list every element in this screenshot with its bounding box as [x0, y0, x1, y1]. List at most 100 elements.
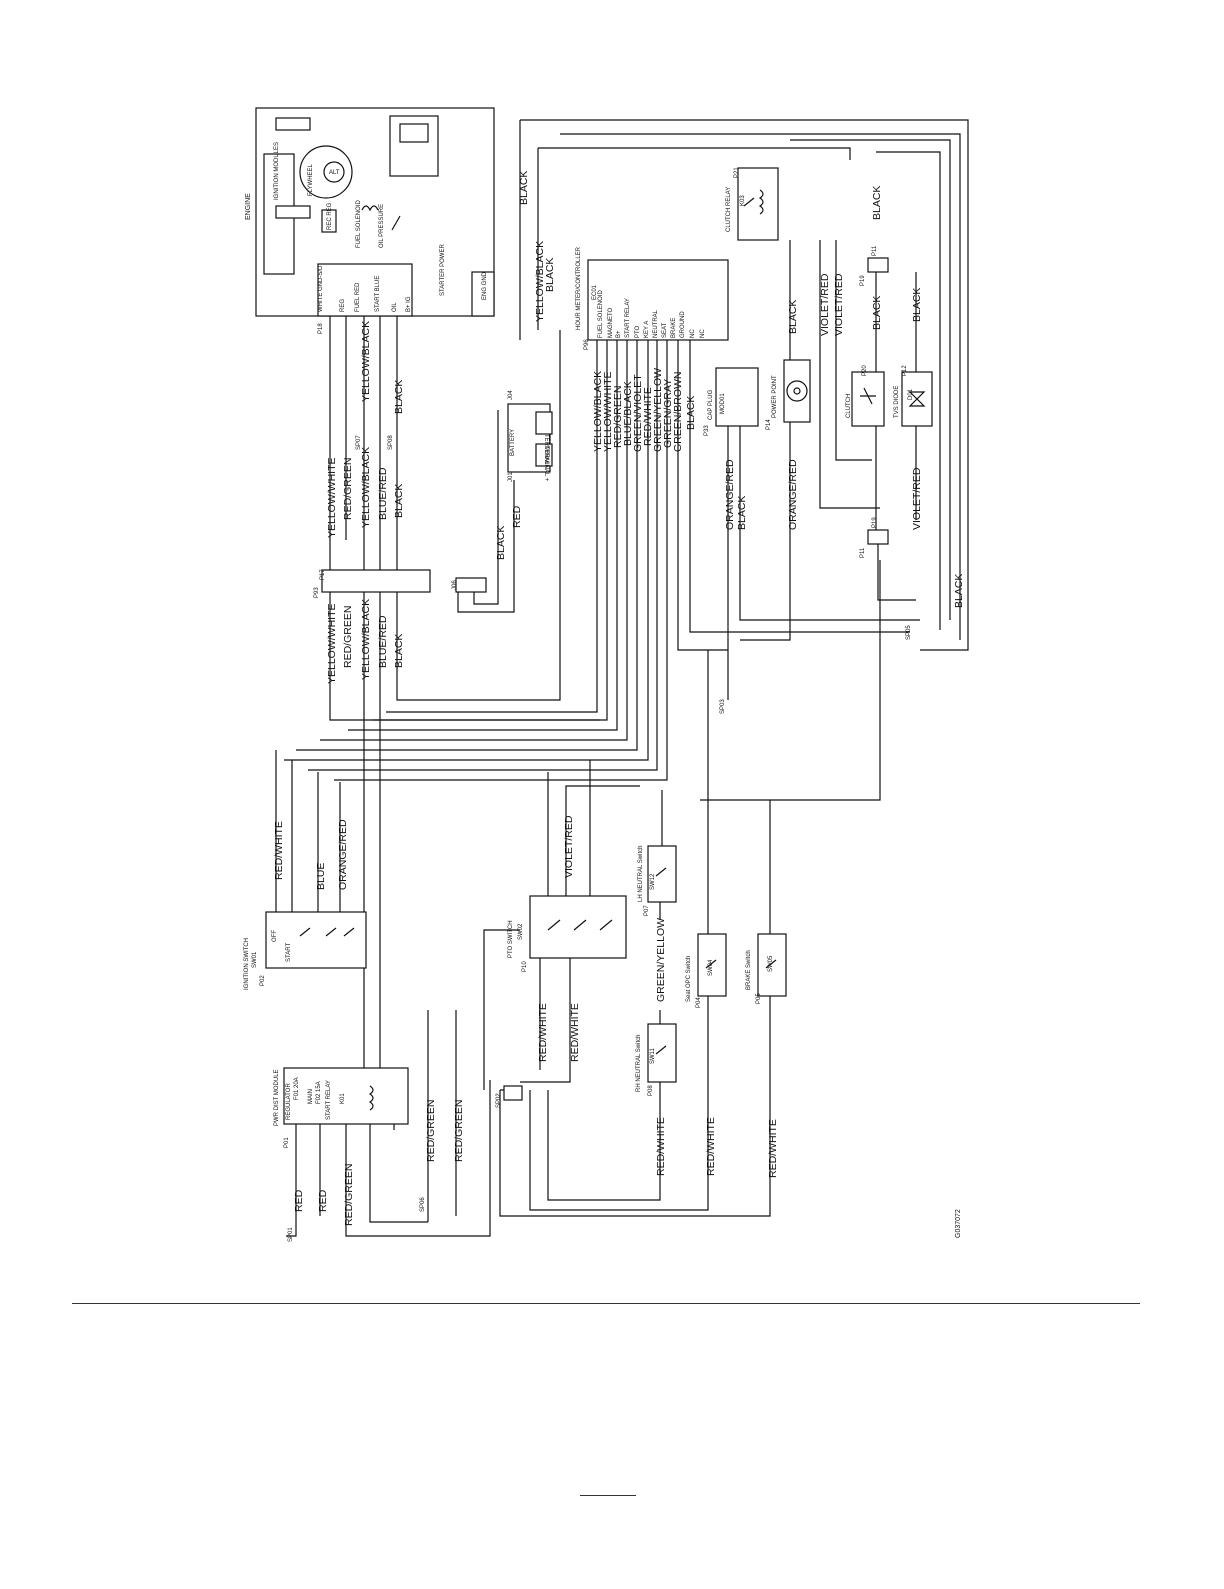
power-wire-orange-red: ORANGE/RED [787, 459, 799, 530]
cap-plug-label: CAP PLUG [708, 389, 714, 420]
start-relay-label: START RELAY [326, 1080, 332, 1120]
sp07-label: SP07 [356, 435, 362, 450]
flywheel-icon [299, 145, 353, 199]
hm-pin-5: PTO [635, 325, 641, 338]
p02-label: P02 [260, 975, 266, 986]
p17-label: P17 [320, 569, 326, 580]
ign-wire-red-white: RED/WHITE [273, 821, 285, 880]
pwr-wire-red-2: RED [317, 1189, 329, 1212]
main-harness: P93 P17 YELLOW/WHITE RED/GREEN YELLOW/BL… [314, 316, 600, 1110]
ignition-start-label: START [286, 943, 292, 962]
clutch-relay-label: CLUTCH RELAY [726, 187, 732, 232]
sw12-label: SW12 [650, 873, 656, 890]
power-wire-black: BLACK [787, 300, 799, 334]
pto-wire-violet-red: VIOLET/RED [563, 815, 575, 878]
engine-wire-black: BLACK [393, 380, 405, 414]
relay-wire-violet-red-2: VIOLET/RED [833, 273, 845, 336]
seat-opc-switch: Seat OPC Switch SW04 P04 RED/WHITE [529, 650, 727, 1211]
hm-wire-green-brown: GREEN/BROWN [672, 371, 684, 452]
hm-pin-6: KEY A [644, 321, 650, 338]
terminal-neg-label: TERMINAL - [543, 434, 549, 468]
p11-label-top: P11 [872, 245, 878, 256]
battery-wire-black: BLACK [495, 526, 507, 560]
p17-connector [321, 569, 431, 593]
hm-wire-green-violet: GREEN/VIOLET [632, 374, 644, 452]
right-wire-black: BLACK [953, 574, 965, 608]
hm-pin-11: NC [690, 329, 696, 338]
j01-label: J01 [508, 472, 514, 482]
pwr-wire-red-green-2: RED/GREEN [425, 1100, 437, 1162]
hm-pin-4: START RELAY [625, 298, 631, 338]
p04-label: P04 [696, 997, 702, 1008]
p21-label: P21 [734, 167, 740, 178]
starter-power-label: STARTER POWER [440, 244, 446, 296]
lh-neutral-label: LH NEUTRAL Switch [638, 846, 644, 902]
harness-lower-blue-red: BLUE/RED [377, 615, 389, 668]
sp02-label: SP02 [496, 1093, 502, 1108]
lh-neutral-switch: LH NEUTRAL Switch SW12 P07 GREEN/YELLOW [638, 790, 677, 1030]
harness-lower-red-green: RED/GREEN [342, 606, 354, 668]
hm-wire-yellow-black: YELLOW/BLACK [592, 371, 604, 452]
pwr-wire-red: RED [293, 1189, 305, 1212]
ignition-switch: IGNITION SWITCH SW01 P02 OFF START RED/W… [244, 750, 367, 990]
sw04-label: SW04 [708, 959, 714, 976]
ec01-label: EC01 [592, 284, 598, 300]
main-label: MAIN [308, 1089, 314, 1104]
hm-wire-yellow-white: YELLOW/WHITE [602, 371, 614, 452]
hm-pin-12: NC [700, 329, 706, 338]
wire-label-yellow-black-top: YELLOW/BLACK [534, 241, 546, 322]
engine-block: ENGINE IGNITION MODULES ALT FLYWHEEL REC… [245, 107, 495, 334]
figure-id: G037072 [955, 1209, 962, 1238]
k03-label: K03 [740, 195, 746, 206]
p18-label: P18 [318, 323, 324, 334]
hm-wire-blue-black: BLUE/BLACK [622, 381, 634, 446]
sw01-label: SW01 [252, 951, 258, 968]
terminal-pos-label: TERMINAL + [543, 446, 549, 482]
f02-label: F02 15A [316, 1081, 322, 1104]
p07-label: P07 [644, 905, 650, 916]
harness-upper-red-green: RED/GREEN [342, 458, 354, 520]
sp06-label: SP06 [420, 1197, 426, 1212]
engine-pin-6: B+ IG [406, 296, 412, 312]
sw05-label: SW05 [768, 955, 774, 972]
clutch-wire-black-2: BLACK [871, 186, 883, 220]
p96-label: P96 [584, 339, 590, 350]
cap-wire-black: BLACK [736, 496, 748, 530]
rh-neutral-label: RH NEUTRAL Switch [636, 1035, 642, 1092]
diode-wire-black: BLACK [911, 288, 923, 322]
cap-plug: MOD01 CAP PLUG P33 ORANGE/RED BLACK SP03 [704, 367, 920, 714]
tvs-diode-label: TVS DIODE [894, 386, 900, 418]
brake-wire-red-white: RED/WHITE [767, 1119, 779, 1178]
mod01-label: MOD01 [720, 393, 726, 414]
p93-label: P93 [314, 587, 320, 598]
eng-gnd-label: ENG GND [482, 271, 488, 300]
pto-wire-red-white-2: RED/WHITE [569, 1003, 581, 1062]
flywheel-label: FLYWHEEL [308, 163, 314, 196]
hour-meter-label: HOUR METER/CONTROLLER [576, 246, 582, 330]
clutch-relay: CLUTCH RELAY K03 P21 VIOLET/RED VIOLET/R… [726, 167, 872, 461]
pwr-dist-label: PWR DIST MODULE [274, 1069, 280, 1126]
harness-upper-yellow-white: YELLOW/WHITE [326, 457, 338, 538]
harness-upper-black: BLACK [393, 484, 405, 518]
hm-wire-red-green: RED/GREEN [612, 386, 624, 448]
hm-pin-2: MAGNETO [608, 307, 614, 338]
clutch-wire-black: BLACK [871, 296, 883, 330]
pto-switch-label: PTO SWITCH [508, 920, 514, 958]
hm-pin-3: B+ [616, 330, 622, 338]
hm-wire-green-yellow: GREEN/YELLOW [652, 368, 664, 452]
hour-meter-wires: YELLOW/BLACK YELLOW/WHITE RED/GREEN BLUE… [284, 340, 910, 781]
p05-label: P05 [756, 993, 762, 1004]
engine-pin-4: START BLUE [375, 276, 381, 312]
brake-switch-label: BRAKE Switch [746, 950, 752, 990]
sp02-splice: SP02 [483, 560, 881, 1108]
sp01-label: SP01 [288, 1227, 294, 1242]
hm-wire-red-white: RED/WHITE [642, 387, 654, 446]
sp03-label: SP03 [720, 699, 726, 714]
harness-upper-yellow-black: YELLOW/BLACK [360, 447, 372, 528]
power-point-label: POWER POINT [772, 375, 778, 418]
ign-wire-blue: BLUE [315, 863, 327, 890]
rh-neutral-switch: RH NEUTRAL Switch SW11 P08 RED/WHITE [547, 1023, 677, 1201]
harness-lower-yellow-black: YELLOW/BLACK [360, 599, 372, 680]
hm-wire-green-gray: GREEN/GRAY [662, 379, 674, 448]
